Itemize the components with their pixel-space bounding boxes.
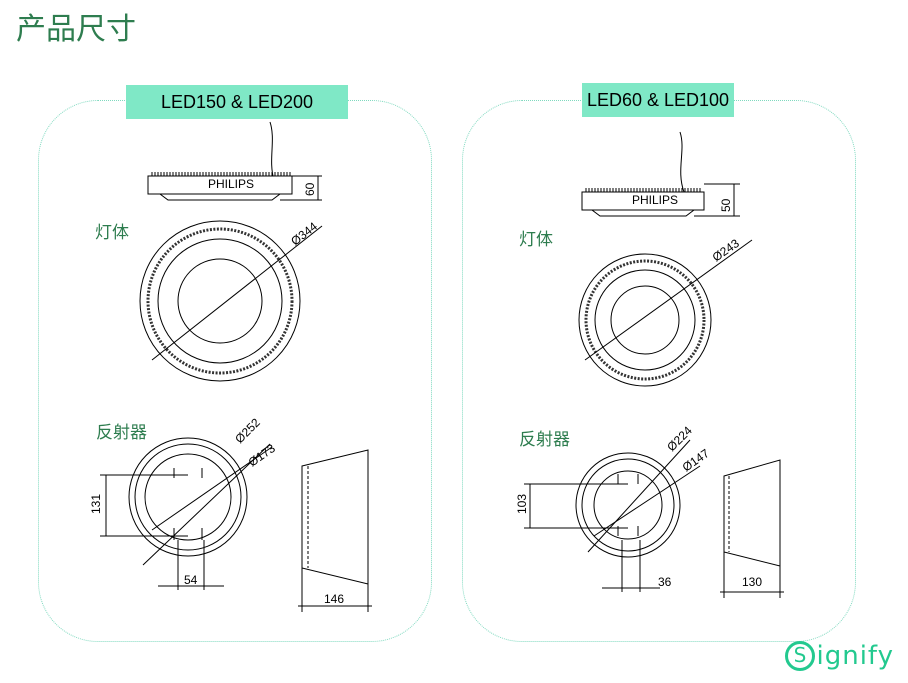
- right-body-dia: Ø243: [710, 236, 742, 264]
- right-height-dim: 50: [719, 198, 733, 212]
- left-height-dim: 60: [303, 182, 317, 196]
- right-refl-inner: Ø147: [680, 446, 712, 474]
- right-refl-slot: 36: [658, 575, 672, 589]
- left-reflector-side: [298, 449, 372, 612]
- left-refl-depth: 146: [324, 592, 344, 606]
- right-refl-depth: 130: [742, 575, 762, 589]
- right-brand-mark: PHILIPS: [632, 193, 678, 207]
- left-lamp-body: [139, 220, 323, 382]
- left-reflector-label: 反射器: [96, 423, 147, 443]
- right-refl-outer: Ø224: [664, 423, 695, 454]
- logo-s-mark: S: [785, 641, 816, 671]
- left-reflector-front: [100, 437, 273, 590]
- left-side-profile: [147, 121, 322, 201]
- left-refl-outer: Ø252: [232, 415, 263, 446]
- right-lamp-body: [578, 239, 753, 387]
- right-reflector-side: [720, 459, 784, 598]
- right-refl-height: 103: [515, 494, 529, 514]
- right-side-profile: [581, 131, 740, 217]
- right-body-label: 灯体: [519, 230, 553, 250]
- left-body-dia: Ø344: [288, 219, 320, 248]
- left-body-label: 灯体: [95, 223, 129, 243]
- right-reflector-front: [524, 439, 701, 592]
- page-title: 产品尺寸: [16, 12, 136, 47]
- left-refl-inner: Ø173: [246, 441, 278, 469]
- left-brand-mark: PHILIPS: [208, 177, 254, 191]
- right-model-tag: LED60 & LED100: [582, 83, 734, 117]
- right-reflector-label: 反射器: [519, 430, 570, 450]
- logo-text: ignify: [816, 641, 894, 671]
- left-model-tag: LED150 & LED200: [126, 85, 348, 119]
- left-refl-slot: 54: [184, 573, 198, 587]
- left-refl-height: 131: [89, 494, 103, 514]
